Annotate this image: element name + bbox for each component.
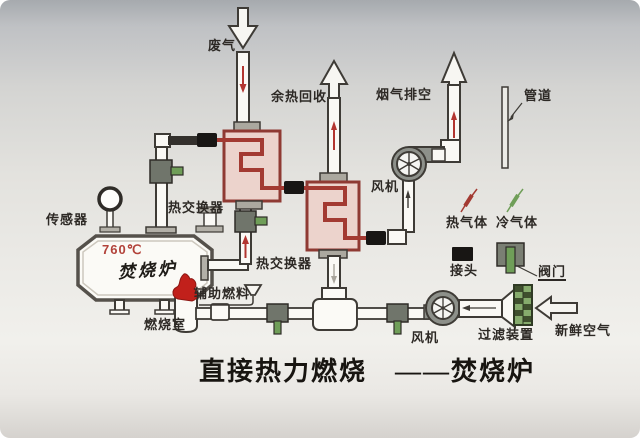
fan-top-icon [387,146,446,245]
heat-exchanger-2 [305,172,361,291]
valve-exchanger1-riser [234,210,268,233]
heat-recovery-label: 余热回收 [271,89,328,104]
valve-left-riser [149,159,184,184]
legend-hot-gas-icon [460,188,478,213]
heat-exchanger-1 [222,121,282,210]
valve-bottom-left [266,303,289,335]
pipe-coupling [210,303,230,321]
valve-label: 阀门 [538,264,567,281]
filter-device [513,284,533,326]
legend-valve-icon [496,242,538,277]
fan-bottom-label: 风机 [411,330,440,345]
filter-device-label: 过滤装置 [478,327,535,342]
sensor-gauge [97,186,123,233]
heat-exchanger1-label: 热交换器 [168,200,225,215]
pipe-legend-label: 管道 [524,88,553,103]
flame-icon [172,273,198,302]
bottom-pipe-mid [356,307,391,320]
incinerator-name: 焚烧炉 [117,258,179,283]
diagram-title: 直接热力燃烧 ——焚烧炉 [199,357,536,386]
joint-1 [197,133,217,147]
aux-fuel-funnel-icon [199,284,263,306]
fresh-air-arrow-icon [534,295,578,321]
joint-3 [366,231,386,245]
tee-junction [312,287,358,331]
waste-gas-inlet-pipe [236,51,250,125]
heat-exchanger2-label: 热交换器 [256,256,313,271]
valve-bottom-right [386,303,409,335]
fresh-air-label: 新鲜空气 [555,323,612,338]
hot-gas-label: 热气体 [446,215,489,230]
joint-label: 接头 [450,263,479,278]
waste-gas-inlet-arrow-icon [227,7,259,50]
legend-pipe-sample [501,86,523,169]
fan-top-label: 风机 [371,179,400,194]
flue-exhaust-label: 烟气排空 [376,87,433,102]
sensor-label: 传感器 [46,212,89,227]
exhaust-chimney-1 [319,58,349,175]
waste-gas-label: 废气 [208,38,237,53]
combustion-chamber-label: 燃烧室 [144,317,187,332]
aux-fuel-label: 辅助燃料 [194,286,251,301]
joint-2 [284,181,304,194]
fan-bottom-icon [423,290,461,326]
legend-cold-gas-icon [506,188,524,213]
intake-duct [458,286,516,330]
cold-gas-label: 冷气体 [496,215,539,230]
legend-joint-icon [452,247,473,261]
riser-to-exchanger1 [239,205,252,265]
exhaust-chimney-2 [440,50,468,163]
temperature-value: 760℃ [102,242,143,257]
